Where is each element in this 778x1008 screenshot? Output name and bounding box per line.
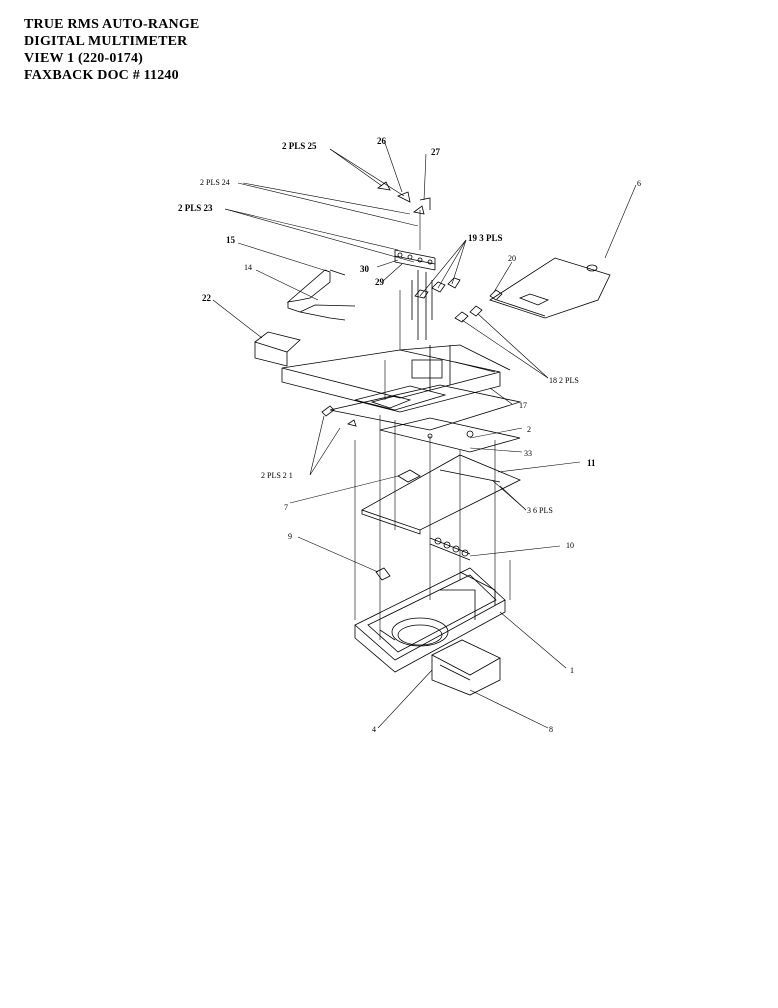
callout-18: 18 2 PLS xyxy=(549,376,579,385)
part-battery-box xyxy=(431,639,501,696)
part-clip xyxy=(375,567,391,581)
callout-21: 2 PLS 2 1 xyxy=(261,471,293,480)
title-line-2: DIGITAL MULTIMETER xyxy=(24,34,188,49)
callout-22: 22 xyxy=(202,293,212,303)
callout-30: 30 xyxy=(360,264,370,274)
callout-7: 7 xyxy=(284,503,288,512)
callout-24-pls: 2 PLS 24 xyxy=(200,178,230,187)
callout-26: 26 xyxy=(377,136,387,146)
callout-27: 27 xyxy=(431,147,441,157)
callout-10: 10 xyxy=(566,541,574,550)
callout-8: 8 xyxy=(549,725,553,734)
callout-14: 14 xyxy=(244,263,252,272)
callout-4: 4 xyxy=(372,725,376,734)
callout-25: 2 PLS 25 xyxy=(282,141,317,151)
callout-11: 11 xyxy=(587,458,596,468)
part-pcb xyxy=(361,454,521,535)
part-contact-clips xyxy=(414,277,503,323)
assembly-lines xyxy=(354,210,511,640)
callout-2: 2 xyxy=(527,425,531,434)
callout-17: 17 xyxy=(519,401,527,410)
part-connector-strip xyxy=(429,537,471,561)
part-switch-stack xyxy=(377,181,436,340)
part-tilt-stand xyxy=(286,269,356,321)
part-switch-plate xyxy=(379,417,521,453)
part-battery-cover xyxy=(489,257,611,319)
part-label-pad xyxy=(254,331,301,367)
callout-9: 9 xyxy=(288,532,292,541)
callout-23: 2 PLS 23 xyxy=(178,203,213,213)
title-line-3: VIEW 1 (220-0174) xyxy=(24,51,144,66)
callout-6: 6 xyxy=(637,179,641,188)
title-line-4: FAXBACK DOC # 11240 xyxy=(24,68,179,83)
part-pins xyxy=(321,405,357,427)
callout-29: 29 xyxy=(375,277,385,287)
callout-19: 19 3 PLS xyxy=(468,233,503,243)
callout-3: 3 6 PLS xyxy=(527,506,553,515)
document-header: TRUE RMS AUTO-RANGE DIGITAL MULTIMETER V… xyxy=(24,16,199,84)
callout-1: 1 xyxy=(570,666,574,675)
callout-15: 15 xyxy=(226,235,236,245)
leader-lines xyxy=(212,142,637,729)
callout-33: 33 xyxy=(524,449,532,458)
title-line-1: TRUE RMS AUTO-RANGE xyxy=(24,17,200,32)
part-top-case xyxy=(281,344,522,431)
callout-20: 20 xyxy=(508,254,516,263)
